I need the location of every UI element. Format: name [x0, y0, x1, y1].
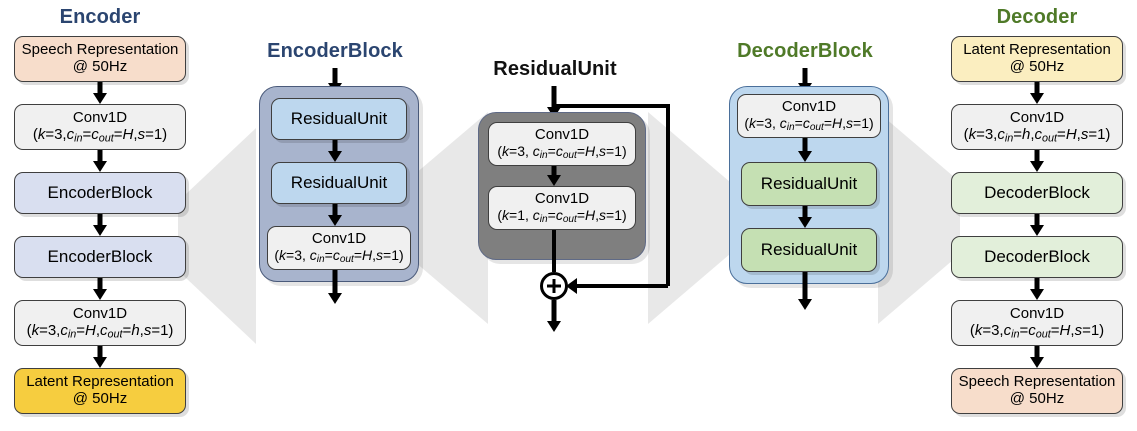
node-line-1: ResidualUnit: [760, 240, 858, 260]
residualunit-node-conv-k3[interactable]: Conv1D (k=3, cin=cout=H,s=1): [488, 122, 636, 166]
arrow-encoderblock-2: [321, 204, 349, 226]
skip-connection-arrowhead: [566, 278, 577, 294]
node-line-2: (k=3,cin=H,cout=h,s=1): [26, 321, 174, 341]
decoder-node-decoderblock-1[interactable]: DecoderBlock: [951, 172, 1123, 214]
arrow-encoder-4: [86, 278, 114, 300]
node-line-1: Conv1D: [1009, 108, 1065, 126]
arrow-decoderblock-out: [791, 272, 819, 310]
arrow-decoder-1: [1023, 82, 1051, 104]
node-line-1: EncoderBlock: [47, 247, 153, 267]
arrow-decoderblock-1: [791, 138, 819, 162]
decoder-title: Decoder: [996, 6, 1078, 28]
encoderblock-column: EncoderBlock ResidualUnit ResidualUnit C…: [245, 0, 425, 431]
node-line-2: (k=3, cin=cout=H,s=1): [274, 246, 404, 265]
node-line-2: (k=3,cin=cout=H,s=1): [969, 321, 1105, 341]
decoderblock-node-conv[interactable]: Conv1D (k=3, cin=cout=H,s=1): [737, 94, 881, 138]
arrow-encoderblock-1: [321, 140, 349, 162]
node-line-2: (k=3, cin=cout=H,s=1): [497, 142, 627, 161]
node-line-2: @ 50Hz: [1009, 390, 1065, 407]
node-line-2: (k=1, cin=cout=H,s=1): [497, 206, 627, 225]
node-line-1: Conv1D: [534, 189, 590, 207]
node-line-1: Speech Representation: [21, 41, 179, 59]
encoderblock-node-residualunit-1[interactable]: ResidualUnit: [271, 98, 407, 140]
encoder-column: Encoder Speech Representation @ 50Hz Con…: [0, 0, 200, 431]
encoderblock-node-conv[interactable]: Conv1D (k=3, cin=cout=H,s=1): [267, 226, 411, 270]
node-line-2: @ 50Hz: [72, 390, 128, 407]
node-line-1: Conv1D: [311, 229, 367, 247]
decoderblock-node-residualunit-2[interactable]: ResidualUnit: [741, 228, 877, 272]
arrow-residualunit-out: [540, 300, 568, 332]
node-line-2: (k=3,cin=h,cout=H,s=1): [963, 125, 1111, 145]
skip-connection-top: [552, 104, 670, 108]
skip-connection-right: [666, 104, 670, 286]
arrow-encoderblock-out: [321, 270, 349, 304]
node-line-1: Conv1D: [72, 108, 128, 126]
arrow-decoder-5: [1023, 346, 1051, 368]
node-line-2: (k=3,cin=cout=H,s=1): [32, 125, 168, 145]
arrow-encoder-2: [86, 150, 114, 172]
node-line-1: Conv1D: [781, 97, 837, 115]
encoder-node-latent-out[interactable]: Latent Representation @ 50Hz: [14, 368, 186, 414]
arrow-decoderblock-2: [791, 206, 819, 228]
arrow-decoder-3: [1023, 214, 1051, 236]
node-line-1: EncoderBlock: [47, 183, 153, 203]
node-line-1: DecoderBlock: [984, 183, 1090, 203]
residualunit-title: ResidualUnit: [493, 58, 617, 80]
node-line-1: ResidualUnit: [290, 109, 388, 129]
encoder-node-encoderblock-1[interactable]: EncoderBlock: [14, 172, 186, 214]
decoder-column: Decoder Latent Representation @ 50Hz Con…: [937, 0, 1137, 431]
decoder-node-speech-out[interactable]: Speech Representation @ 50Hz: [951, 368, 1123, 414]
node-line-1: DecoderBlock: [984, 247, 1090, 267]
encoderblock-title: EncoderBlock: [267, 40, 403, 62]
decoder-node-conv-1[interactable]: Conv1D (k=3,cin=h,cout=H,s=1): [951, 104, 1123, 150]
decoder-node-latent-in[interactable]: Latent Representation @ 50Hz: [951, 36, 1123, 82]
encoder-title: Encoder: [59, 6, 141, 28]
encoder-node-encoderblock-2[interactable]: EncoderBlock: [14, 236, 186, 278]
encoder-node-conv-1[interactable]: Conv1D (k=3,cin=cout=H,s=1): [14, 104, 186, 150]
decoderblock-node-residualunit-1[interactable]: ResidualUnit: [741, 162, 877, 206]
residual-sum-icon: [540, 272, 568, 300]
decoder-node-conv-2[interactable]: Conv1D (k=3,cin=cout=H,s=1): [951, 300, 1123, 346]
node-line-1: ResidualUnit: [760, 174, 858, 194]
residualunit-column: ResidualUnit Conv1D (k=3, cin=cout=H,s=1…: [470, 0, 670, 431]
encoder-node-speech-in[interactable]: Speech Representation @ 50Hz: [14, 36, 186, 82]
arrow-encoder-1: [86, 82, 114, 104]
decoderblock-title: DecoderBlock: [737, 40, 873, 62]
skip-connection-bottom: [574, 284, 668, 288]
arrow-encoder-3: [86, 214, 114, 236]
node-line-2: (k=3, cin=cout=H,s=1): [744, 114, 874, 133]
decoder-node-decoderblock-2[interactable]: DecoderBlock: [951, 236, 1123, 278]
node-line-1: Conv1D: [72, 304, 128, 322]
residualunit-node-conv-k1[interactable]: Conv1D (k=1, cin=cout=H,s=1): [488, 186, 636, 230]
decoderblock-column: DecoderBlock Conv1D (k=3, cin=cout=H,s=1…: [715, 0, 895, 431]
arrow-residualunit-1: [540, 166, 568, 186]
node-line-1: ResidualUnit: [290, 173, 388, 193]
encoderblock-node-residualunit-2[interactable]: ResidualUnit: [271, 162, 407, 204]
node-line-1: Latent Representation: [26, 373, 174, 391]
node-line-1: Conv1D: [534, 125, 590, 143]
node-line-2: @ 50Hz: [1009, 58, 1065, 75]
node-line-2: @ 50Hz: [72, 58, 128, 75]
arrow-decoder-4: [1023, 278, 1051, 300]
arrow-decoder-2: [1023, 150, 1051, 172]
node-line-1: Conv1D: [1009, 304, 1065, 322]
encoder-node-conv-2[interactable]: Conv1D (k=3,cin=H,cout=h,s=1): [14, 300, 186, 346]
node-line-1: Latent Representation: [963, 41, 1111, 59]
arrow-residualunit-to-sum: [552, 230, 556, 272]
node-line-1: Speech Representation: [958, 373, 1116, 391]
arrow-encoder-5: [86, 346, 114, 368]
